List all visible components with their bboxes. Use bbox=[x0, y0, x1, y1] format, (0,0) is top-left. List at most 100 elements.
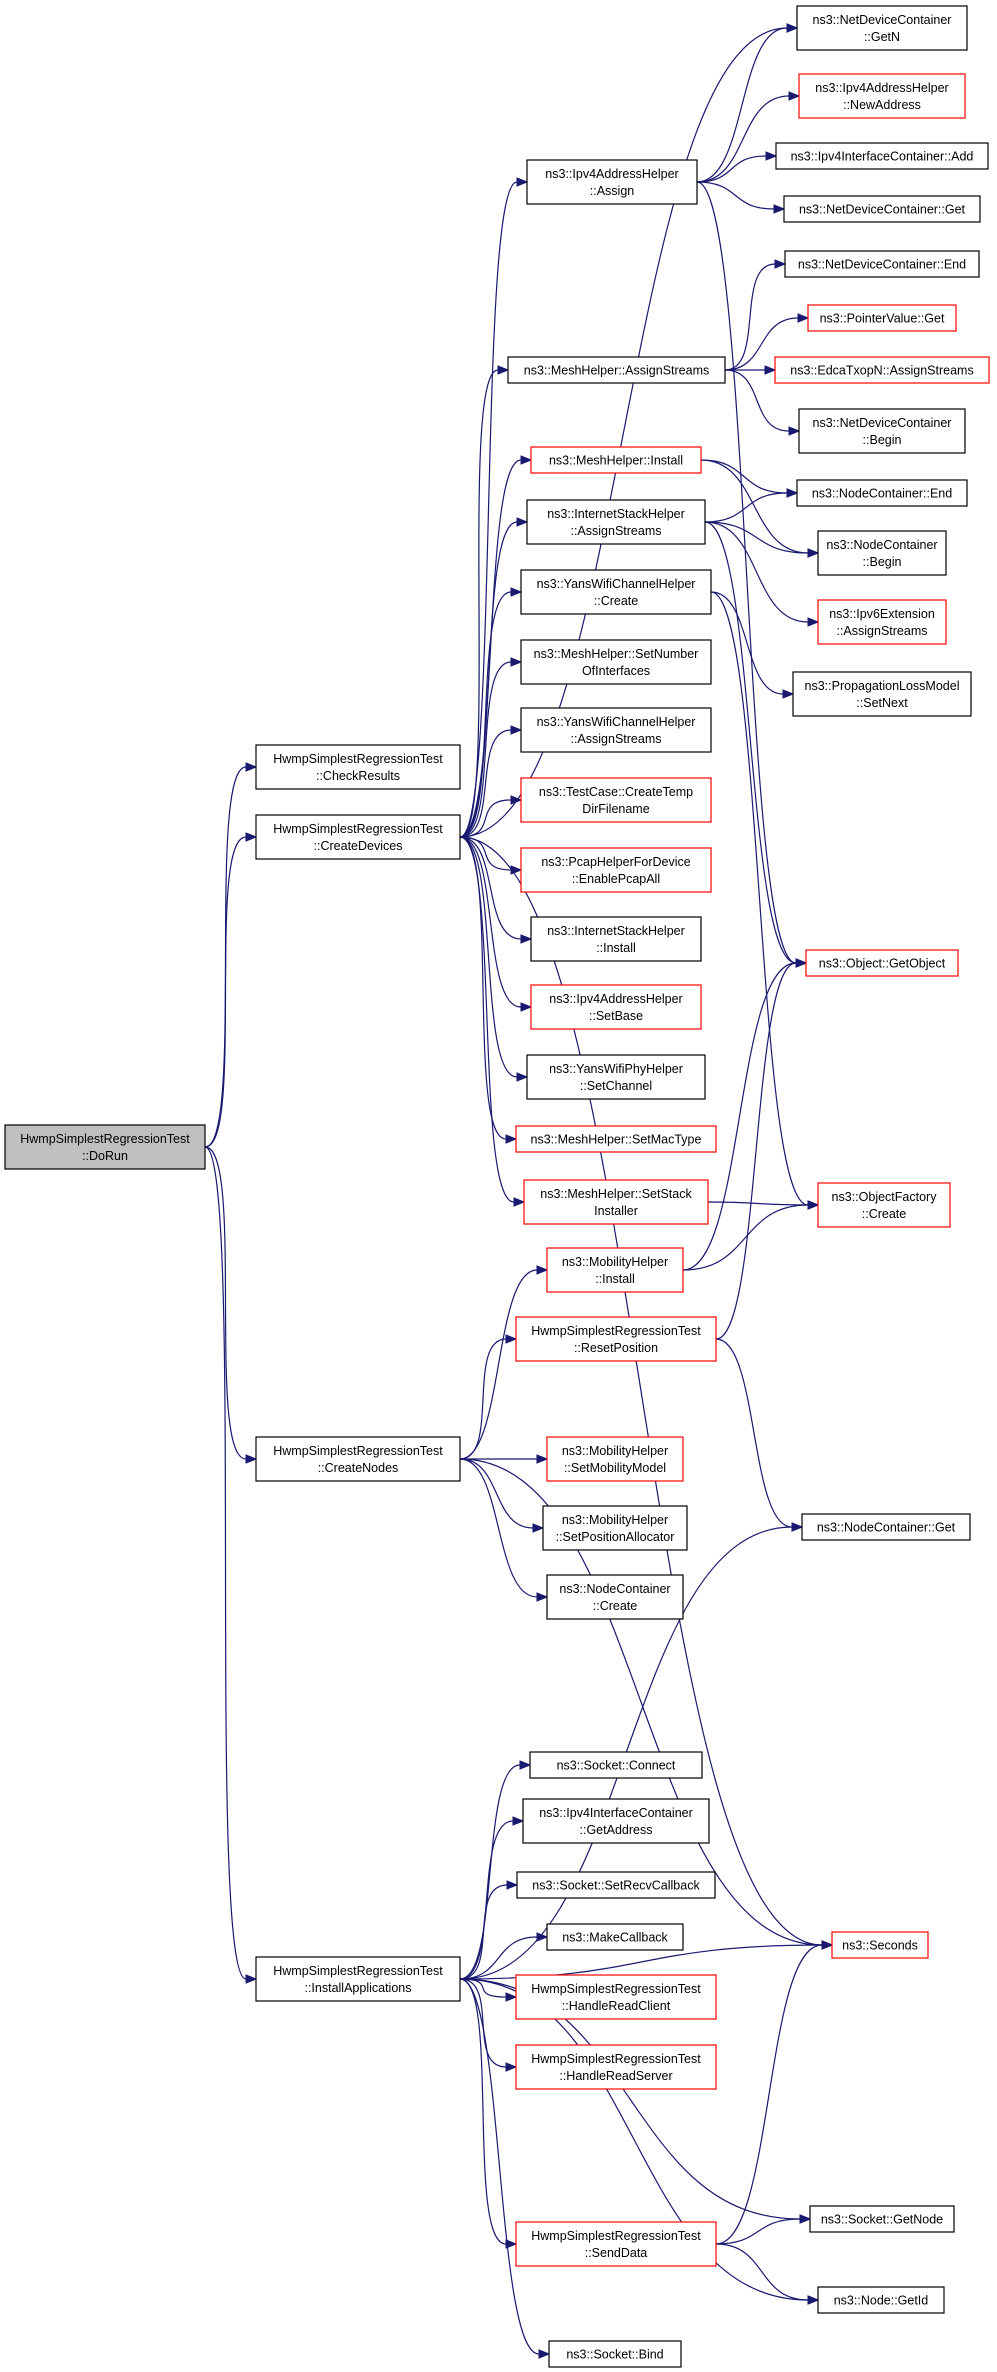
node-hwmpsimplestregressiontest-createnodes[interactable]: HwmpSimplestRegressionTest::CreateNodes bbox=[255, 1436, 461, 1482]
node-box[interactable] bbox=[817, 599, 947, 645]
node-box[interactable] bbox=[255, 1436, 461, 1482]
node-ns3-meshhelper-assignstreams[interactable]: ns3::MeshHelper::AssignStreams bbox=[507, 356, 726, 384]
node-ns3-yanswifichannelhelper-assignstreams[interactable]: ns3::YansWifiChannelHelper::AssignStream… bbox=[520, 707, 712, 753]
node-ns3-netdevicecontainer-begin[interactable]: ns3::NetDeviceContainer::Begin bbox=[798, 408, 966, 454]
node-ns3-makecallback[interactable]: ns3::MakeCallback bbox=[546, 1923, 684, 1951]
node-box[interactable] bbox=[775, 142, 989, 170]
node-hwmpsimplestregressiontest-resetposition[interactable]: HwmpSimplestRegressionTest::ResetPositio… bbox=[515, 1316, 717, 1362]
node-ns3-object-getobject[interactable]: ns3::Object::GetObject bbox=[805, 949, 959, 977]
node-ns3-netdevicecontainer-get[interactable]: ns3::NetDeviceContainer::Get bbox=[783, 195, 981, 223]
node-box[interactable] bbox=[817, 530, 947, 576]
node-box[interactable] bbox=[546, 1923, 684, 1951]
node-ns3-socket-setrecvcallback[interactable]: ns3::Socket::SetRecvCallback bbox=[516, 1871, 716, 1899]
node-box[interactable] bbox=[801, 1513, 971, 1541]
node-ns3-netdevicecontainer-end[interactable]: ns3::NetDeviceContainer::End bbox=[784, 250, 980, 278]
node-box[interactable] bbox=[831, 1931, 929, 1959]
node-box[interactable] bbox=[548, 2340, 682, 2368]
node-ns3-netdevicecontainer-getn[interactable]: ns3::NetDeviceContainer::GetN bbox=[796, 5, 968, 51]
node-hwmpsimplestregressiontest-dorun[interactable]: HwmpSimplestRegressionTest::DoRun bbox=[4, 1124, 206, 1170]
node-box[interactable] bbox=[520, 707, 712, 753]
node-hwmpsimplestregressiontest-handlereadserver[interactable]: HwmpSimplestRegressionTest::HandleReadSe… bbox=[515, 2044, 717, 2090]
node-box[interactable] bbox=[255, 744, 461, 790]
node-box[interactable] bbox=[798, 73, 966, 119]
node-box[interactable] bbox=[515, 2221, 717, 2267]
node-box[interactable] bbox=[530, 916, 702, 962]
node-box[interactable] bbox=[546, 1247, 684, 1293]
node-box[interactable] bbox=[520, 569, 712, 615]
node-ns3-propagationlossmodel-setnext[interactable]: ns3::PropagationLossModel::SetNext bbox=[792, 671, 972, 717]
node-ns3-seconds[interactable]: ns3::Seconds bbox=[831, 1931, 929, 1959]
node-box[interactable] bbox=[530, 984, 702, 1030]
node-box[interactable] bbox=[784, 250, 980, 278]
node-ns3-internetstackhelper-install[interactable]: ns3::InternetStackHelper::Install bbox=[530, 916, 702, 962]
node-box[interactable] bbox=[526, 1054, 706, 1100]
node-ns3-nodecontainer-create[interactable]: ns3::NodeContainer::Create bbox=[546, 1574, 684, 1620]
node-box[interactable] bbox=[796, 5, 968, 51]
node-box[interactable] bbox=[515, 1125, 717, 1153]
node-ns3-mobilityhelper-setpositionallocator[interactable]: ns3::MobilityHelper::SetPositionAllocato… bbox=[542, 1505, 688, 1551]
node-ns3-yanswifiphyhelper-setchannel[interactable]: ns3::YansWifiPhyHelper::SetChannel bbox=[526, 1054, 706, 1100]
node-ns3-ipv4interfacecontainer-add[interactable]: ns3::Ipv4InterfaceContainer::Add bbox=[775, 142, 989, 170]
node-box[interactable] bbox=[515, 2044, 717, 2090]
node-box[interactable] bbox=[520, 847, 712, 893]
node-box[interactable] bbox=[516, 1871, 716, 1899]
node-box[interactable] bbox=[798, 408, 966, 454]
node-box[interactable] bbox=[526, 499, 706, 545]
node-ns3-mobilityhelper-install[interactable]: ns3::MobilityHelper::Install bbox=[546, 1247, 684, 1293]
node-hwmpsimplestregressiontest-handlereadclient[interactable]: HwmpSimplestRegressionTest::HandleReadCl… bbox=[515, 1974, 717, 2020]
node-hwmpsimplestregressiontest-checkresults[interactable]: HwmpSimplestRegressionTest::CheckResults bbox=[255, 744, 461, 790]
node-ns3-nodecontainer-end[interactable]: ns3::NodeContainer::End bbox=[796, 479, 968, 507]
node-ns3-internetstackhelper-assignstreams[interactable]: ns3::InternetStackHelper::AssignStreams bbox=[526, 499, 706, 545]
node-ns3-socket-getnode[interactable]: ns3::Socket::GetNode bbox=[809, 2205, 955, 2233]
node-box[interactable] bbox=[792, 671, 972, 717]
node-box[interactable] bbox=[817, 1182, 951, 1228]
node-box[interactable] bbox=[809, 2205, 955, 2233]
node-box[interactable] bbox=[520, 777, 712, 823]
node-box[interactable] bbox=[546, 1574, 684, 1620]
node-ns3-socket-connect[interactable]: ns3::Socket::Connect bbox=[529, 1751, 703, 1779]
node-box[interactable] bbox=[807, 304, 957, 332]
node-box[interactable] bbox=[522, 1798, 710, 1844]
node-box[interactable] bbox=[817, 2286, 945, 2314]
node-ns3-socket-bind[interactable]: ns3::Socket::Bind bbox=[548, 2340, 682, 2368]
node-box[interactable] bbox=[774, 356, 990, 384]
node-box[interactable] bbox=[805, 949, 959, 977]
node-box[interactable] bbox=[523, 1179, 709, 1225]
node-hwmpsimplestregressiontest-senddata[interactable]: HwmpSimplestRegressionTest::SendData bbox=[515, 2221, 717, 2267]
node-box[interactable] bbox=[255, 814, 461, 860]
node-ns3-nodecontainer-begin[interactable]: ns3::NodeContainer::Begin bbox=[817, 530, 947, 576]
node-ns3-ipv4addresshelper-newaddress[interactable]: ns3::Ipv4AddressHelper::NewAddress bbox=[798, 73, 966, 119]
node-ns3-ipv4interfacecontainer-getaddress[interactable]: ns3::Ipv4InterfaceContainer::GetAddress bbox=[522, 1798, 710, 1844]
node-hwmpsimplestregressiontest-installapplications[interactable]: HwmpSimplestRegressionTest::InstallAppli… bbox=[255, 1956, 461, 2002]
node-box[interactable] bbox=[542, 1505, 688, 1551]
node-box[interactable] bbox=[507, 356, 726, 384]
node-ns3-pointervalue-get[interactable]: ns3::PointerValue::Get bbox=[807, 304, 957, 332]
node-box[interactable] bbox=[529, 1751, 703, 1779]
node-box[interactable] bbox=[546, 1436, 684, 1482]
node-box[interactable] bbox=[526, 159, 698, 205]
node-ns3-edcatxopn-assignstreams[interactable]: ns3::EdcaTxopN::AssignStreams bbox=[774, 356, 990, 384]
node-box[interactable] bbox=[796, 479, 968, 507]
node-ns3-nodecontainer-get[interactable]: ns3::NodeContainer::Get bbox=[801, 1513, 971, 1541]
node-box[interactable] bbox=[515, 1974, 717, 2020]
node-ns3-meshhelper-setmactype[interactable]: ns3::MeshHelper::SetMacType bbox=[515, 1125, 717, 1153]
node-ns3-mobilityhelper-setmobilitymodel[interactable]: ns3::MobilityHelper::SetMobilityModel bbox=[546, 1436, 684, 1482]
node-box[interactable] bbox=[4, 1124, 206, 1170]
node-box[interactable] bbox=[783, 195, 981, 223]
node-hwmpsimplestregressiontest-createdevices[interactable]: HwmpSimplestRegressionTest::CreateDevice… bbox=[255, 814, 461, 860]
node-ns3-ipv4addresshelper-assign[interactable]: ns3::Ipv4AddressHelper::Assign bbox=[526, 159, 698, 205]
node-ns3-pcaphelperfordevice-enablepcapall[interactable]: ns3::PcapHelperForDevice::EnablePcapAll bbox=[520, 847, 712, 893]
node-ns3-meshhelper-install[interactable]: ns3::MeshHelper::Install bbox=[530, 446, 702, 474]
node-box[interactable] bbox=[515, 1316, 717, 1362]
node-ns3-yanswifichannelhelper-create[interactable]: ns3::YansWifiChannelHelper::Create bbox=[520, 569, 712, 615]
node-ns3-ipv4addresshelper-setbase[interactable]: ns3::Ipv4AddressHelper::SetBase bbox=[530, 984, 702, 1030]
node-box[interactable] bbox=[520, 639, 712, 685]
node-ns3-objectfactory-create[interactable]: ns3::ObjectFactory::Create bbox=[817, 1182, 951, 1228]
node-ns3-node-getid[interactable]: ns3::Node::GetId bbox=[817, 2286, 945, 2314]
node-box[interactable] bbox=[255, 1956, 461, 2002]
node-ns3-ipv6extension-assignstreams[interactable]: ns3::Ipv6Extension::AssignStreams bbox=[817, 599, 947, 645]
node-box[interactable] bbox=[530, 446, 702, 474]
